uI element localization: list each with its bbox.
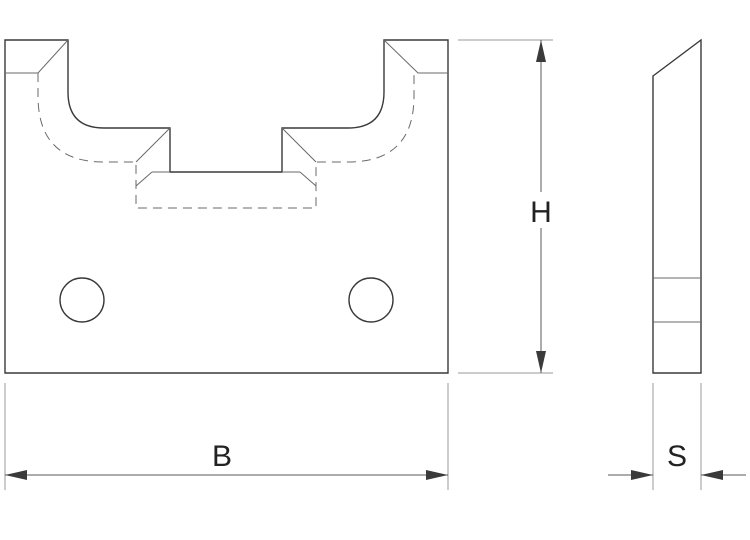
mounting-hole-right — [348, 277, 394, 323]
chamfer-lines — [5, 39, 448, 187]
dimension-s: S — [608, 383, 746, 490]
b-dimension-label: B — [212, 440, 232, 473]
dimension-h: H — [458, 39, 555, 374]
mounting-hole-left — [59, 277, 105, 323]
h-label-bg — [527, 192, 555, 228]
b-arrow-right — [426, 470, 448, 480]
side-hole-lines — [653, 277, 701, 323]
s-arrow-right — [701, 470, 723, 480]
b-extension-lines — [4, 383, 449, 490]
h-arrow-bottom — [536, 351, 546, 373]
h-arrow-top — [536, 40, 546, 62]
b-arrow-left — [5, 470, 27, 480]
side-view — [652, 38, 702, 374]
h-dimension-label: H — [530, 196, 552, 229]
s-dimension-label: S — [667, 440, 687, 473]
dimension-b: B — [4, 383, 449, 490]
front-view — [4, 39, 449, 374]
hidden-chamfer-edges — [37, 73, 415, 209]
side-profile — [652, 38, 702, 374]
s-arrow-left — [631, 470, 653, 480]
h-extension-lines — [458, 39, 553, 374]
s-extension-lines — [652, 383, 702, 490]
plate-outline — [4, 39, 449, 374]
